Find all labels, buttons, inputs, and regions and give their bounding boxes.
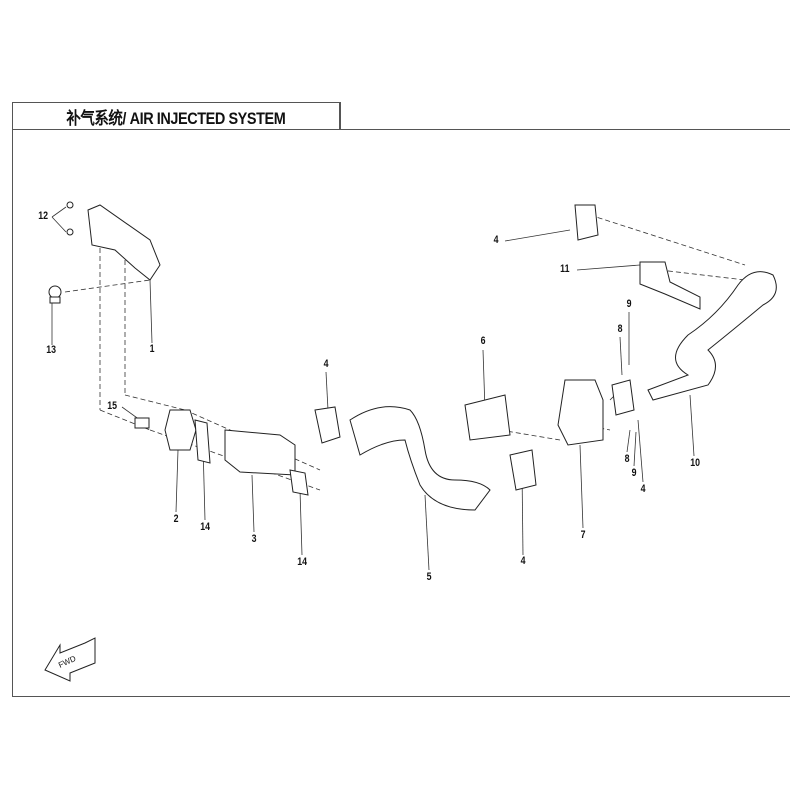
callout-8: 8 <box>624 453 630 465</box>
bolts-12 <box>66 201 74 236</box>
gasket-14a <box>194 419 211 464</box>
callout-15: 15 <box>107 400 118 412</box>
valve-7 <box>557 379 604 446</box>
valve-3 <box>224 429 296 476</box>
hose-10 <box>647 271 777 401</box>
callout-14: 14 <box>297 556 308 568</box>
bolt-13 <box>48 285 62 304</box>
leader-lines <box>64 214 746 491</box>
callout-9: 9 <box>631 467 637 479</box>
callout-2: 2 <box>173 513 179 525</box>
callout-7: 7 <box>580 529 586 541</box>
hose-5 <box>349 406 491 511</box>
callout-4: 4 <box>640 483 646 495</box>
flange-2 <box>164 409 197 451</box>
diagram-frame <box>12 129 790 697</box>
callout-8: 8 <box>617 323 623 335</box>
callout-9: 9 <box>626 298 632 310</box>
fwd-arrow-icon: FWD <box>44 637 96 682</box>
callout-11: 11 <box>560 263 570 275</box>
callout-4: 4 <box>520 555 526 567</box>
callout-4: 4 <box>493 234 499 246</box>
clamp-4b <box>509 449 537 491</box>
callout-6: 6 <box>480 335 486 347</box>
clip-15 <box>134 417 150 429</box>
callout-10: 10 <box>690 457 701 469</box>
callout-5: 5 <box>426 571 432 583</box>
callout-lines <box>51 206 695 571</box>
callout-12: 12 <box>38 210 49 222</box>
bracket-11 <box>639 261 701 310</box>
clamp-4c <box>574 204 599 241</box>
bracket-1 <box>87 204 161 281</box>
clamp-4d <box>611 379 635 416</box>
callout-3: 3 <box>251 533 257 545</box>
bracket-6 <box>464 394 511 441</box>
gasket-14b <box>289 469 309 496</box>
title-divider <box>339 102 341 130</box>
callout-4: 4 <box>323 358 329 370</box>
callout-14: 14 <box>200 521 211 533</box>
callout-13: 13 <box>46 344 57 356</box>
clamp-4a <box>314 406 341 444</box>
page-title: 补气系统/ AIR INJECTED SYSTEM <box>66 109 286 128</box>
callout-1: 1 <box>149 343 155 355</box>
